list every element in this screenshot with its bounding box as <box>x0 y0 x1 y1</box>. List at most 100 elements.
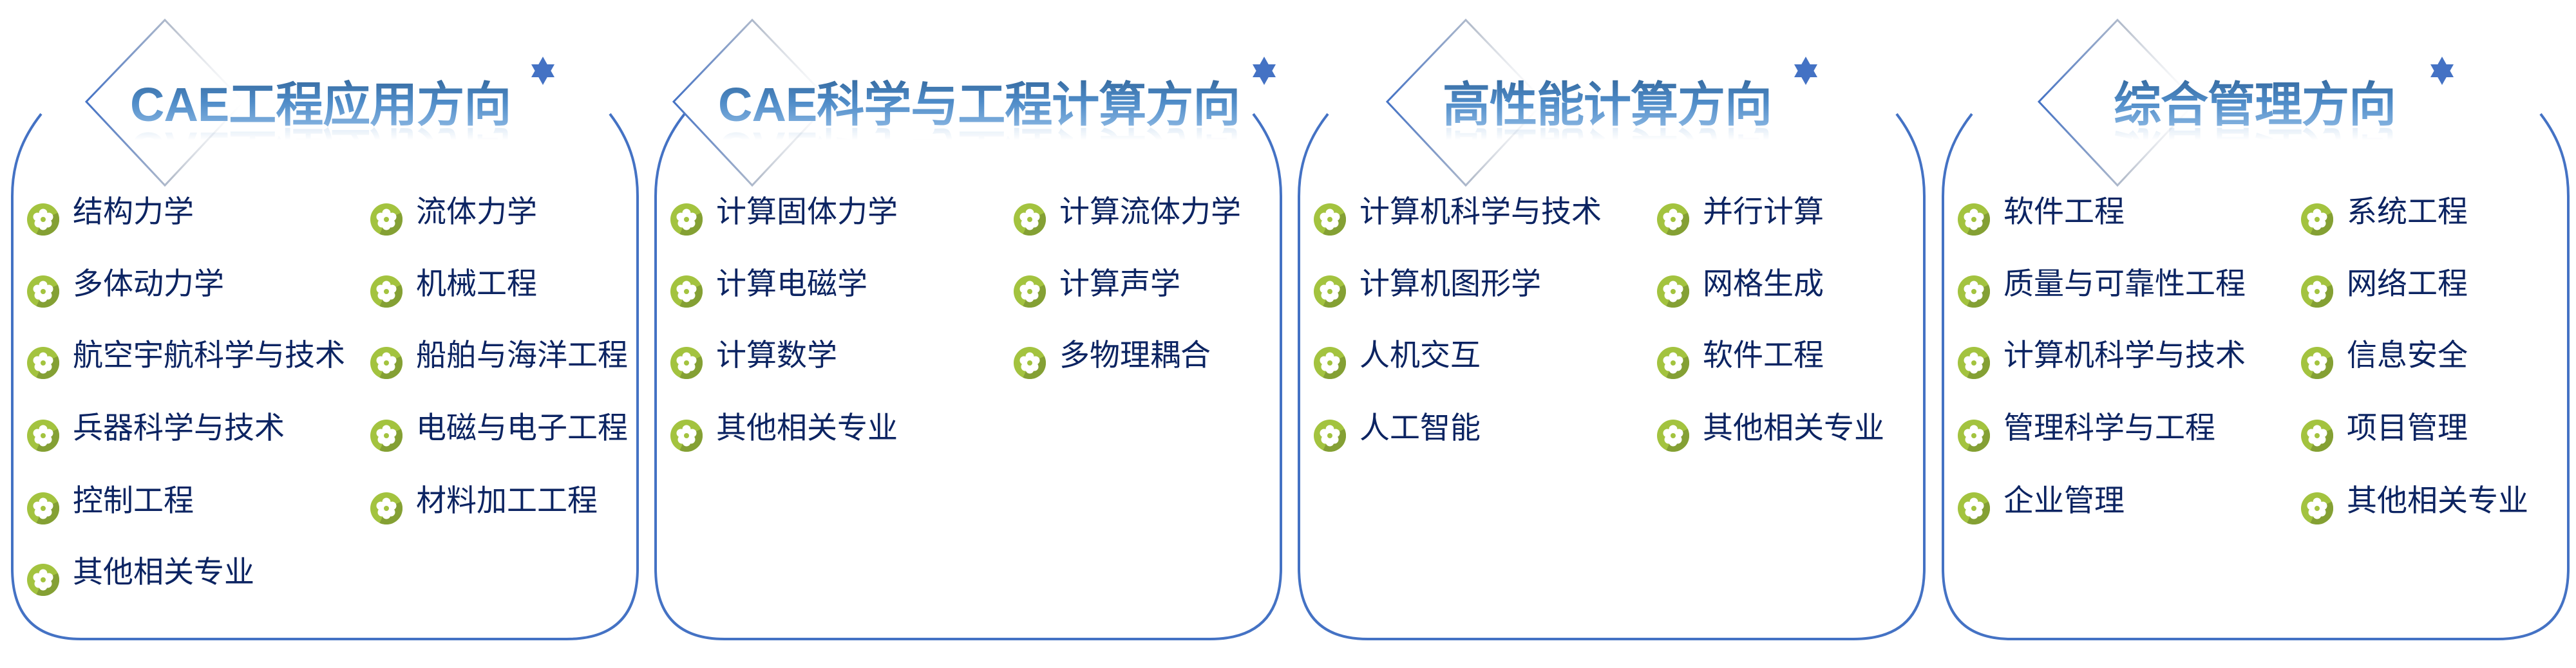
major-list-item: 电磁与电子工程 <box>370 409 628 452</box>
major-label: 流体力学 <box>416 194 537 230</box>
major-list-item: 结构力学 <box>26 193 194 236</box>
major-list-item: 系统工程 <box>2300 193 2468 236</box>
flower-bullet-icon <box>670 346 703 380</box>
major-list-item: 计算固体力学 <box>670 193 898 236</box>
major-label: 项目管理 <box>2347 411 2468 446</box>
major-list-item: 人机交互 <box>1313 337 1481 379</box>
flower-bullet-icon <box>370 203 403 236</box>
major-list-item: 计算声学 <box>1013 265 1180 308</box>
major-list-item: 兵器科学与技术 <box>26 409 285 452</box>
flower-bullet-icon <box>1313 346 1347 380</box>
diamond-decoration <box>84 18 245 187</box>
major-label: 控制工程 <box>73 483 194 519</box>
major-label: 机械工程 <box>416 266 537 302</box>
major-label: 人机交互 <box>1359 338 1481 373</box>
major-label: 其他相关专业 <box>2347 483 2528 519</box>
major-label: 结构力学 <box>73 194 194 230</box>
category-panel: 综合管理方向 软件工程 质量与可靠性工程 <box>1941 0 2570 668</box>
major-label: 计算数学 <box>716 338 837 373</box>
major-label: 信息安全 <box>2347 338 2468 373</box>
major-list-item: 其他相关专业 <box>670 409 898 452</box>
flower-bullet-icon <box>370 492 403 525</box>
flower-bullet-icon <box>26 419 60 452</box>
flower-bullet-icon <box>670 275 703 308</box>
major-list-item: 多物理耦合 <box>1013 337 1211 379</box>
star-icon <box>1794 57 1817 85</box>
diamond-decoration <box>1385 18 1546 187</box>
flower-bullet-icon <box>1957 275 1991 308</box>
major-label: 其他相关专业 <box>73 555 254 590</box>
major-list-item: 计算流体力学 <box>1013 193 1241 236</box>
flower-bullet-icon <box>1013 275 1046 308</box>
flower-bullet-icon <box>1957 346 1991 380</box>
category-panel: CAE科学与工程计算方向 计算固体力学 计算电磁学 <box>654 0 1282 668</box>
major-label: 多体动力学 <box>73 266 224 302</box>
flower-bullet-icon <box>26 346 60 380</box>
major-list-item: 项目管理 <box>2300 409 2468 452</box>
flower-bullet-icon <box>1957 492 1991 525</box>
star-icon <box>1253 57 1276 85</box>
major-label: 计算声学 <box>1059 266 1180 302</box>
major-label: 计算机图形学 <box>1359 266 1541 302</box>
panel-title: 综合管理方向 <box>2114 76 2396 134</box>
major-label: 船舶与海洋工程 <box>416 338 628 373</box>
category-panel: CAE工程应用方向 结构力学 多体动力学 <box>10 0 639 668</box>
major-list-item: 机械工程 <box>370 265 537 308</box>
flower-bullet-icon <box>370 346 403 380</box>
major-list-item: 计算数学 <box>670 337 837 379</box>
flower-bullet-icon <box>1656 419 1690 452</box>
major-list-item: 多体动力学 <box>26 265 224 308</box>
flower-bullet-icon <box>2300 492 2334 525</box>
flower-bullet-icon <box>26 492 60 525</box>
flower-bullet-icon <box>670 203 703 236</box>
panel-frame <box>1942 113 2570 640</box>
flower-bullet-icon <box>2300 346 2334 380</box>
flower-bullet-icon <box>1313 275 1347 308</box>
major-label: 管理科学与工程 <box>2003 411 2215 446</box>
flower-bullet-icon <box>1656 275 1690 308</box>
major-list-item: 其他相关专业 <box>1656 409 1884 452</box>
major-list-item: 网络工程 <box>2300 265 2468 308</box>
flower-bullet-icon <box>1313 419 1347 452</box>
flower-bullet-icon <box>670 419 703 452</box>
flower-bullet-icon <box>1656 203 1690 236</box>
major-list-item: 材料加工工程 <box>370 482 598 524</box>
major-list-item: 船舶与海洋工程 <box>370 337 628 379</box>
panel-title: CAE科学与工程计算方向 <box>718 76 1240 134</box>
major-list-item: 软件工程 <box>1957 193 2125 236</box>
major-list-item: 计算机科学与技术 <box>1313 193 1602 236</box>
flower-bullet-icon <box>26 203 60 236</box>
flower-bullet-icon <box>370 419 403 452</box>
major-label: 计算固体力学 <box>716 194 898 230</box>
major-label: 材料加工工程 <box>416 483 598 519</box>
category-panel: 高性能计算方向 计算机科学与技术 计算机图形学 <box>1297 0 1926 668</box>
major-list-item: 流体力学 <box>370 193 537 236</box>
flower-bullet-icon <box>370 275 403 308</box>
major-list-item: 软件工程 <box>1656 337 1824 379</box>
major-label: 计算电磁学 <box>716 266 867 302</box>
panel-frame <box>654 113 1282 640</box>
major-label: 电磁与电子工程 <box>416 411 628 446</box>
major-label: 质量与可靠性工程 <box>2003 266 2246 302</box>
flower-bullet-icon <box>1313 203 1347 236</box>
panel-frame <box>11 113 639 640</box>
major-list-item: 网格生成 <box>1656 265 1824 308</box>
panel-title: CAE工程应用方向 <box>130 76 511 134</box>
major-label: 软件工程 <box>2003 194 2125 230</box>
major-label: 计算流体力学 <box>1059 194 1241 230</box>
flower-bullet-icon <box>1013 346 1046 380</box>
major-list-item: 并行计算 <box>1656 193 1824 236</box>
major-label: 计算机科学与技术 <box>2003 338 2246 373</box>
flower-bullet-icon <box>26 563 60 597</box>
flower-bullet-icon <box>2300 203 2334 236</box>
diamond-decoration <box>672 18 833 187</box>
major-list-item: 航空宇航科学与技术 <box>26 337 345 379</box>
major-list-item: 计算机图形学 <box>1313 265 1541 308</box>
major-list-item: 质量与可靠性工程 <box>1957 265 2246 308</box>
diamond-decoration <box>2037 18 2198 187</box>
major-label: 并行计算 <box>1703 194 1824 230</box>
major-label: 软件工程 <box>1703 338 1824 373</box>
major-label: 航空宇航科学与技术 <box>73 338 345 373</box>
flower-bullet-icon <box>26 275 60 308</box>
flower-bullet-icon <box>2300 275 2334 308</box>
